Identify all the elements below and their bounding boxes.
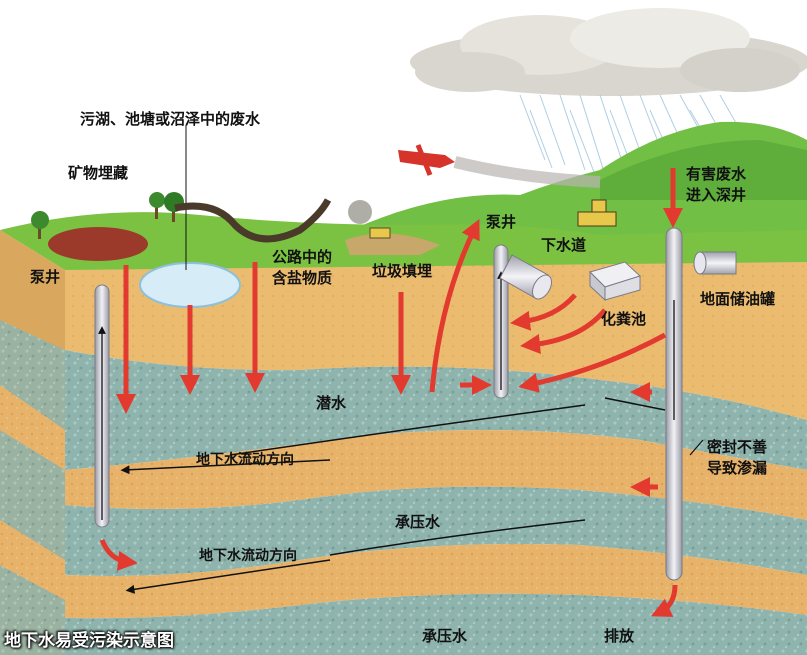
label-landfill: 垃圾填埋 (372, 262, 433, 280)
label-confined-1: 承压水 (395, 513, 441, 531)
label-hazard-1: 有害废水 (686, 165, 747, 183)
rain-cloud (410, 8, 807, 96)
label-hazard-2: 进入深井 (686, 186, 747, 204)
label-flow-direction-2: 地下水流动方向 (199, 548, 297, 564)
label-seal-2: 导致渗漏 (707, 459, 768, 477)
pond (139, 262, 241, 308)
label-discharge: 排放 (604, 627, 635, 645)
mineral-deposit (48, 227, 148, 261)
label-road-salt-2: 含盐物质 (272, 269, 333, 287)
oil-tank (693, 251, 737, 275)
label-mineral: 矿物埋藏 (68, 164, 129, 182)
crop-duster-plane (398, 144, 601, 188)
confined-aquifer-bottom (65, 593, 807, 655)
label-pump-well-mid: 泵井 (486, 213, 517, 231)
septic-tank (589, 261, 641, 302)
pollution-arrows (99, 168, 683, 617)
road (174, 198, 332, 243)
label-phreatic: 潜水 (316, 394, 347, 412)
label-road-salt-1: 公路中的 (272, 248, 333, 266)
label-waste-water: 污湖、池塘或沼泽中的废水 (80, 110, 261, 128)
label-pump-well-left: 泵井 (30, 268, 61, 286)
landfill (345, 233, 440, 255)
label-confined-2: 承压水 (422, 627, 468, 645)
confined-aquifer (65, 486, 807, 576)
label-oil-tank: 地面储油罐 (700, 290, 776, 308)
label-septic: 化粪池 (601, 310, 647, 328)
figure-caption: 地下水易受污染示意图 (4, 631, 174, 651)
label-flow-direction-1: 地下水流动方向 (196, 452, 294, 468)
sewer-pipe (499, 254, 552, 300)
label-sewer: 下水道 (541, 236, 587, 254)
label-seal-1: 密封不善 (707, 438, 768, 456)
soil-layer (65, 262, 807, 420)
clay-band-2 (65, 544, 807, 619)
